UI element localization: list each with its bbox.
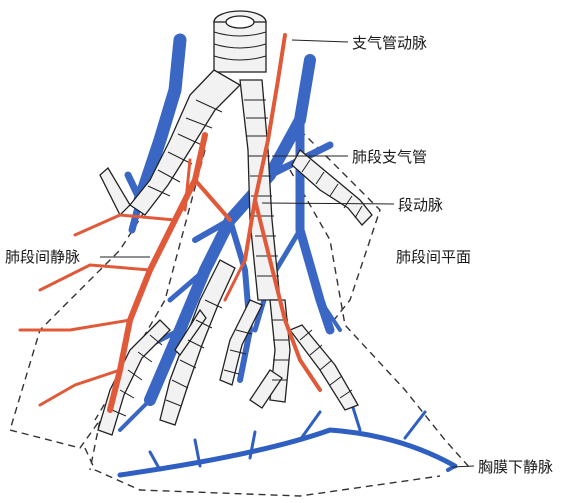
label-intersegmental-vein: 肺段间静脉 [5, 248, 80, 266]
label-segmental-bronchus: 肺段支气管 [352, 148, 427, 166]
label-intersegmental-plane: 肺段间平面 [396, 248, 471, 266]
label-segmental-artery: 段动脉 [398, 196, 443, 214]
label-bronchial-artery: 支气管动脉 [352, 34, 427, 52]
label-subpleural-vein: 胸膜下静脉 [478, 458, 553, 476]
